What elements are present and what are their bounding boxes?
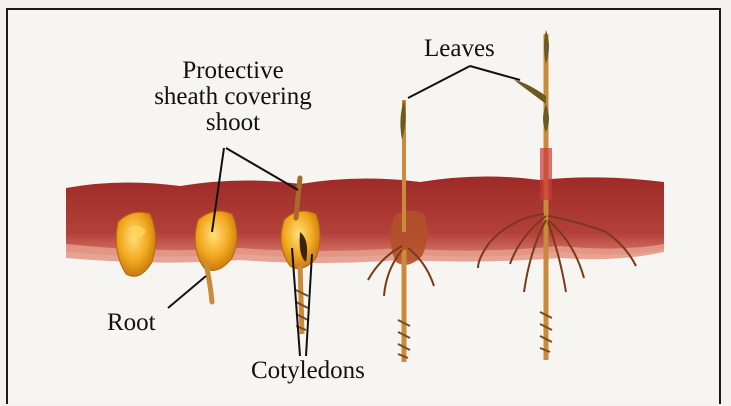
leaves-leader-1 [408, 66, 470, 98]
label-sheath-line-2: sheath covering [128, 84, 338, 110]
label-cotyledons: Cotyledons [251, 358, 365, 384]
root-leader [168, 276, 206, 308]
label-root: Root [107, 310, 156, 336]
seed-stage-1 [116, 212, 155, 276]
leaves-leader-2 [470, 66, 520, 80]
label-protective-sheath: Protective sheath covering shoot [128, 58, 338, 136]
seed-stage-2 [195, 211, 237, 302]
label-sheath-line-1: Protective [128, 58, 338, 84]
label-sheath-line-3: shoot [128, 110, 338, 136]
label-leaves: Leaves [424, 36, 495, 62]
cotyledons-leader-2 [306, 254, 312, 356]
soil-layer [66, 176, 664, 263]
